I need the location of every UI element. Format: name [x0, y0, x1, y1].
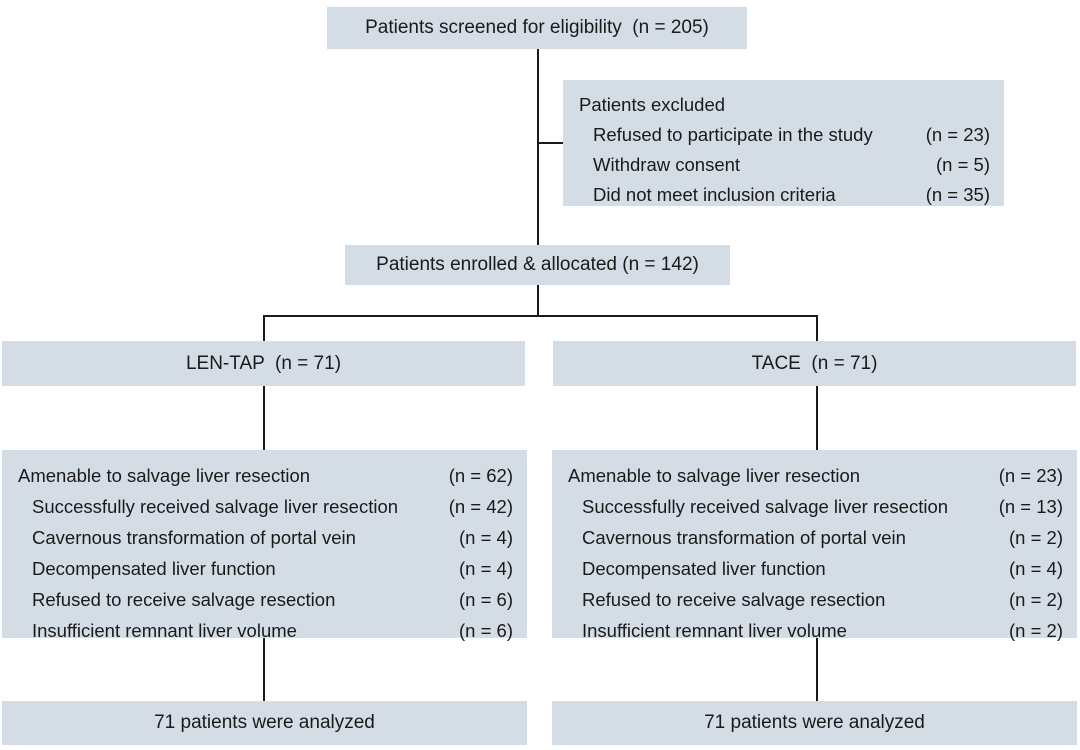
excluded-reason-label: Withdraw consent — [593, 154, 741, 175]
excluded-reason-count: (n = 5) — [936, 154, 990, 175]
connector-arm1-header-to-detail — [816, 386, 818, 450]
detail-label: Insufficient remnant liver volume — [32, 620, 297, 641]
screened-label: Patients screened for eligibility (n = 2… — [365, 17, 709, 38]
analyzed-label: 71 patients were analyzed — [154, 712, 375, 733]
detail-count: (n = 4) — [459, 527, 513, 548]
detail-label: Successfully received salvage liver rese… — [582, 496, 949, 517]
detail-row: Cavernous transformation of portal vein … — [568, 522, 1063, 553]
detail-row: Refused to receive salvage resection (n … — [18, 584, 513, 615]
arm-header-label: LEN-TAP (n = 71) — [185, 352, 342, 374]
detail-label: Cavernous transformation of portal vein — [582, 527, 906, 548]
arm-header-len-tap: LEN-TAP (n = 71) — [2, 341, 525, 386]
excluded-heading: Patients excluded — [579, 94, 726, 115]
excluded-reason-count: (n = 35) — [925, 184, 990, 205]
detail-label: Amenable to salvage liver resection — [568, 465, 861, 486]
detail-row: Insufficient remnant liver volume (n = 6… — [18, 615, 513, 646]
connector-arm0-header-to-detail — [263, 386, 265, 450]
detail-count: (n = 4) — [1009, 558, 1063, 579]
excluded-reason-row: Did not meet inclusion criteria (n = 35) — [579, 180, 990, 210]
detail-label: Refused to receive salvage resection — [582, 589, 886, 610]
detail-row: Decompensated liver function (n = 4) — [18, 553, 513, 584]
detail-count: (n = 2) — [1009, 620, 1063, 641]
enrolled-label: Patients enrolled & allocated (n = 142) — [376, 254, 699, 275]
detail-count: (n = 6) — [459, 620, 513, 641]
excluded-reason-count: (n = 23) — [925, 124, 990, 145]
connector-split-horizontal — [263, 315, 818, 317]
detail-count: (n = 2) — [1009, 589, 1063, 610]
detail-label: Decompensated liver function — [582, 558, 826, 579]
analyzed-box-len-tap: 71 patients were analyzed — [2, 701, 527, 745]
analyzed-box-tace: 71 patients were analyzed — [552, 701, 1077, 745]
detail-label: Cavernous transformation of portal vein — [32, 527, 356, 548]
connector-arm1-detail-to-analyzed — [816, 638, 818, 701]
detail-row: Amenable to salvage liver resection (n =… — [568, 460, 1063, 491]
detail-label: Insufficient remnant liver volume — [582, 620, 847, 641]
detail-row: Refused to receive salvage resection (n … — [568, 584, 1063, 615]
detail-label: Successfully received salvage liver rese… — [32, 496, 399, 517]
arm-header-tace: TACE (n = 71) — [553, 341, 1076, 386]
arm-detail-box-len-tap: Amenable to salvage liver resection (n =… — [2, 450, 527, 641]
excluded-reason-label: Refused to participate in the study — [593, 124, 873, 145]
detail-count: (n = 42) — [448, 496, 513, 517]
connector-enrolled-stem — [537, 285, 539, 317]
detail-row: Decompensated liver function (n = 4) — [568, 553, 1063, 584]
detail-count: (n = 2) — [1009, 527, 1063, 548]
detail-count: (n = 23) — [998, 465, 1063, 486]
detail-row: Cavernous transformation of portal vein … — [18, 522, 513, 553]
detail-row: Insufficient remnant liver volume (n = 2… — [568, 615, 1063, 646]
arm-header-label: TACE (n = 71) — [751, 352, 878, 374]
enrolled-box: Patients enrolled & allocated (n = 142) — [345, 245, 730, 285]
excluded-box: Patients excluded Refused to participate… — [563, 80, 1004, 206]
detail-count: (n = 13) — [998, 496, 1063, 517]
connector-screened-to-enrolled — [537, 49, 539, 245]
detail-row: Amenable to salvage liver resection (n =… — [18, 460, 513, 491]
screened-box: Patients screened for eligibility (n = 2… — [327, 7, 747, 49]
arm-detail-box-tace: Amenable to salvage liver resection (n =… — [552, 450, 1077, 641]
connector-split-left — [263, 315, 265, 341]
connector-to-excluded — [537, 142, 564, 144]
detail-count: (n = 6) — [459, 589, 513, 610]
excluded-reason-row: Refused to participate in the study (n =… — [579, 120, 990, 150]
detail-count: (n = 4) — [459, 558, 513, 579]
detail-row: Successfully received salvage liver rese… — [18, 491, 513, 522]
detail-label: Decompensated liver function — [32, 558, 276, 579]
detail-count: (n = 62) — [448, 465, 513, 486]
excluded-reason-label: Did not meet inclusion criteria — [593, 184, 836, 205]
detail-label: Amenable to salvage liver resection — [18, 465, 311, 486]
connector-arm0-detail-to-analyzed — [263, 638, 265, 701]
analyzed-label: 71 patients were analyzed — [704, 712, 925, 733]
detail-row: Successfully received salvage liver rese… — [568, 491, 1063, 522]
detail-label: Refused to receive salvage resection — [32, 589, 336, 610]
connector-split-right — [816, 315, 818, 341]
excluded-reason-row: Withdraw consent (n = 5) — [579, 150, 990, 180]
